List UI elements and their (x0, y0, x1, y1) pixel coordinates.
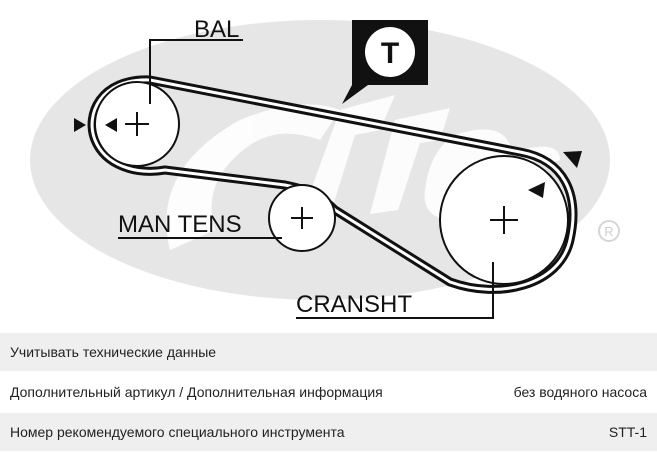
info-row-special-tool: Номер рекомендуемого специального инстру… (0, 413, 657, 451)
tensioner-pulley (268, 184, 336, 252)
svg-text:R: R (604, 224, 613, 239)
crankshaft-pulley (439, 155, 569, 285)
man-tens-label: MAN TENS (118, 211, 242, 238)
bal-pulley (94, 81, 180, 167)
info-row-label: Дополнительный артикул / Дополнительная … (10, 384, 383, 400)
belt-routing-diagram: R (30, 16, 620, 319)
bal-label: BAL (194, 16, 239, 43)
info-row-value: STT-1 (608, 424, 647, 440)
info-row-additional-info: Дополнительный артикул / Дополнительная … (0, 373, 657, 411)
tool-marker-label: T (381, 37, 399, 70)
timing-mark-arrows (74, 118, 582, 198)
info-table: Учитывать технические данные Дополнитель… (0, 333, 657, 451)
special-tool-marker: T (342, 20, 428, 104)
info-row-label: Номер рекомендуемого специального инстру… (10, 424, 345, 440)
info-row-technical-data: Учитывать технические данные (0, 333, 657, 371)
leader-lines (118, 39, 494, 319)
info-row-label: Учитывать технические данные (10, 344, 217, 360)
cranksht-label: CRANSHT (296, 291, 412, 318)
info-row-value: без водяного насоса (513, 384, 647, 400)
